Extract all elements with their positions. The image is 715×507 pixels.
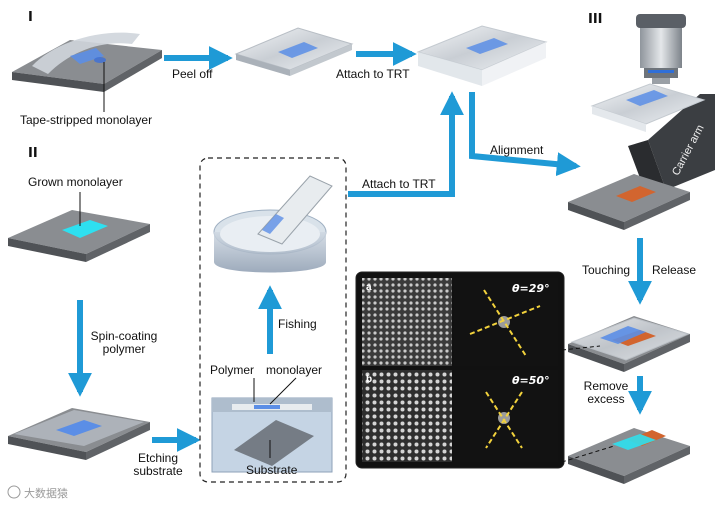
label-polymer: Polymer [210, 364, 254, 377]
objective-lens-icon [636, 14, 686, 84]
label-remove-excess: Remove excess [574, 380, 638, 406]
label-touching: Touching [582, 264, 630, 277]
label-alignment: Alignment [490, 144, 543, 157]
label-tape-stripped: Tape-stripped monolayer [20, 114, 152, 127]
label-attach-trt-top: Attach to TRT [336, 68, 410, 81]
tem-image-b [362, 370, 452, 462]
watermark-text: 大数据猿 [24, 485, 68, 501]
panel-tag-b: b [366, 374, 372, 385]
label-etching-substrate: Etching substrate [120, 452, 196, 478]
tem-image-a [362, 278, 452, 366]
petri-dish-icon [214, 176, 332, 273]
final-substrate [568, 428, 690, 484]
label-spin-coating: Spin-coating polymer [86, 330, 162, 356]
theta-b: θ=50° [512, 374, 550, 387]
label-fishing: Fishing [278, 318, 317, 331]
label-peel-off: Peel off [172, 68, 212, 81]
remove-line2: excess [574, 393, 638, 406]
theta-a: θ=29° [512, 282, 550, 295]
watermark-icon [8, 486, 20, 498]
label-attach-trt-mid: Attach to TRT [362, 178, 436, 191]
section-label-i: I [28, 10, 33, 25]
substrate-tape-stripped [12, 33, 162, 92]
etching-bath [212, 398, 332, 472]
spin-coating-line2: polymer [86, 343, 162, 356]
stacked-heterostructure [568, 316, 690, 372]
panel-tag-a: a [366, 282, 372, 293]
tem-panels [356, 272, 564, 468]
label-release: Release [652, 264, 696, 277]
etching-line2: substrate [120, 465, 196, 478]
trt-stack [418, 26, 546, 86]
label-monolayer: monolayer [266, 364, 322, 377]
label-substrate: Substrate [246, 464, 297, 477]
section-label-ii: II [28, 146, 38, 161]
label-grown-monolayer: Grown monolayer [28, 176, 123, 189]
substrate-peeled [236, 28, 352, 76]
substrate-grown [8, 210, 150, 262]
section-label-iii: III [588, 12, 603, 27]
